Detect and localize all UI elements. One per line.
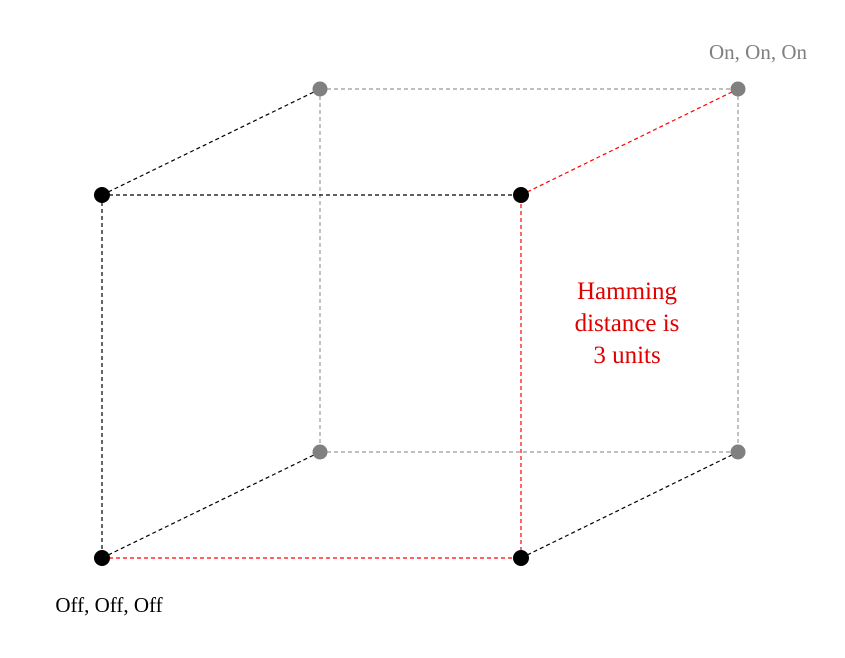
depth-edge-bottom-right <box>520 451 739 559</box>
path-edge-3 <box>520 88 739 196</box>
on-corner-label: On, On, On <box>709 40 807 64</box>
hamming-line-2: distance is <box>575 310 680 337</box>
off-corner-label: Off, Off, Off <box>55 593 162 617</box>
node-on-on-on <box>730 81 746 97</box>
node-off-off-off <box>94 550 110 566</box>
node-front-bottom-right <box>513 550 529 566</box>
node-back-bottom-left <box>312 444 328 460</box>
front-edges <box>101 88 739 559</box>
hamming-line-1: Hamming <box>577 278 677 305</box>
back-nodes <box>312 81 746 460</box>
node-front-top-right <box>513 187 529 203</box>
node-back-bottom-right <box>730 444 746 460</box>
node-front-top-left <box>94 187 110 203</box>
front-nodes <box>94 187 529 566</box>
hamming-annotation: Hamming distance is 3 units <box>575 278 680 369</box>
hamming-path <box>102 88 739 559</box>
depth-edge-bottom-left <box>101 451 321 559</box>
node-back-top-left <box>312 81 328 97</box>
depth-edge-top-left <box>101 88 321 196</box>
hamming-line-3: 3 units <box>593 342 660 369</box>
back-edges <box>319 88 739 453</box>
